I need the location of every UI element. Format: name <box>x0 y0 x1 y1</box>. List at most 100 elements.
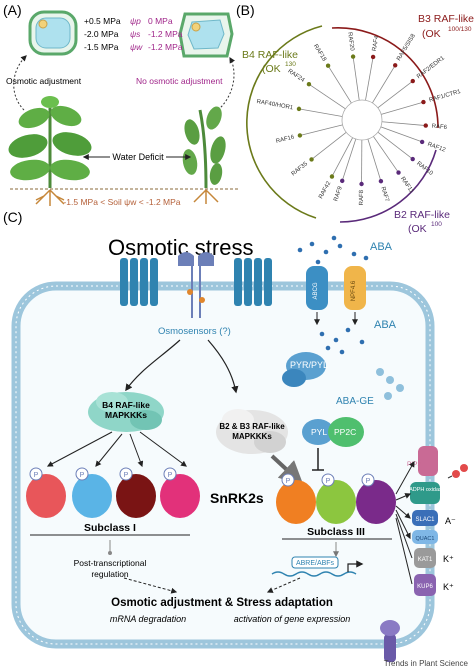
aba-top-label: ABA <box>370 241 393 253</box>
psi-right-1: 0 MPa <box>148 16 173 26</box>
b4-clade-arc <box>246 25 323 219</box>
p-badge: P <box>168 472 173 479</box>
pyr-pyl-protein-icon <box>282 352 326 387</box>
tree-leaf-label: RAF5/SIS8 <box>396 33 417 62</box>
arrow-plant-to-adjusted-cell <box>13 55 27 111</box>
tree-leaf-label: RAF12 <box>427 142 447 154</box>
post-transcriptional-line2: regulation <box>91 569 129 579</box>
aba-molecule-dot <box>359 339 365 345</box>
tree-hub <box>341 99 383 141</box>
slac1-channel-icon: SLAC1 <box>412 510 438 526</box>
tree-branch <box>365 56 374 101</box>
aba-molecule-dot <box>337 243 343 249</box>
abre-label: ABRE/ABFs <box>296 560 335 567</box>
wilted-plant-icon <box>182 106 226 204</box>
tree-leaf-dot <box>309 157 314 162</box>
abcg-transporter-icon: ABCG <box>306 266 328 310</box>
slac1-label: SLAC1 <box>415 517 435 523</box>
arrow-b2b3-to-subclass-iii <box>270 454 304 486</box>
adjusted-cell <box>28 10 78 56</box>
b4-ok-superscript: 130 <box>285 61 296 68</box>
water-deficit-label: Water Deficit <box>112 152 164 162</box>
osmosensors-label: Osmosensors (?) <box>158 326 231 337</box>
b2-b3-mapkkk-line1: B2 & B3 RAF-like <box>219 422 285 431</box>
tree-leaf-label: RAF1/CTR1 <box>429 89 463 104</box>
psi-left-1: +0.5 MPa <box>84 16 121 26</box>
tree-leaf-label: RAF7 <box>379 186 389 203</box>
tree-leaf-dot <box>396 170 401 175</box>
b4-ok-label: (OK <box>262 63 281 75</box>
nadph-oxidase-icon: NADPH oxidase <box>405 482 445 504</box>
psi-left-3: -1.5 MPa <box>84 42 119 52</box>
p-badge: P <box>124 472 129 479</box>
tree-leaf-label: RAF16 <box>275 134 295 144</box>
aba-molecule-dot <box>339 349 345 355</box>
tree-branch <box>352 56 360 101</box>
tree-leaf-dot <box>378 178 384 184</box>
tree-leaf-label: RAF9 <box>333 185 344 202</box>
nadph-oxidase-label: NADPH oxidase <box>405 487 445 493</box>
tree-leaf-dot <box>423 123 428 128</box>
b4-to-subclass-i-arrows <box>46 431 187 468</box>
osmotic-adjustment-label: Osmotic adjustment <box>6 76 82 86</box>
subclass-iii-kinases <box>276 480 396 524</box>
tree-leaf-label: RAF42 <box>318 180 332 200</box>
tree-branch <box>298 108 343 117</box>
tree-branch <box>308 83 346 110</box>
b2-clade-arc <box>339 149 437 223</box>
tree-leaf-dot <box>393 63 398 68</box>
b3-clade-arc <box>331 27 439 129</box>
tree-branch <box>377 80 414 109</box>
tree-leaf-dot <box>325 63 331 68</box>
dashed-arrow-right <box>266 577 301 593</box>
tree-leaf-dot <box>306 82 312 87</box>
tree-branch <box>372 65 396 104</box>
wilted-cell <box>178 12 234 58</box>
npf-label: NPF4.6 <box>351 280 357 301</box>
pip2-label: PIP2 <box>407 461 421 468</box>
pyl-label: PYL <box>311 427 327 437</box>
tree-leaf-label: RAF2/EDR1 <box>416 55 446 80</box>
subclass-i-kinases <box>26 474 200 518</box>
aba-ge-molecules <box>376 368 404 400</box>
aba-molecule-dot <box>297 247 303 253</box>
pyl-pp2c-complex-icon <box>302 417 364 447</box>
soil-range-label: -1.5 MPa < Soil ψw < -1.2 MPa <box>63 197 180 207</box>
aba-molecule-dot <box>325 345 331 351</box>
k-ion-label-1: K⁺ <box>443 554 454 564</box>
tree-leaf-dot <box>359 181 364 187</box>
b2-b3-mapkkk-line2: MAPKKKs <box>232 432 272 441</box>
mrna-degradation-label: mRNA degradation <box>110 614 186 624</box>
tree-leaf-dot <box>410 78 415 84</box>
dashed-arrow-left <box>123 577 178 594</box>
arrow-to-b4 <box>125 339 181 392</box>
tree-leaf-label: RAF24 <box>286 68 305 84</box>
tree-leaf-dot <box>340 178 345 184</box>
tree-leaf-label: RAF11 <box>399 176 415 195</box>
tree-branch <box>299 124 343 136</box>
post-transcriptional-line1: Post-transcriptional <box>74 558 147 568</box>
tree-leaf-dot <box>410 156 415 162</box>
anion-label: A⁻ <box>445 516 456 526</box>
aba-molecule-dot <box>345 327 351 333</box>
tree-leaf-dot <box>370 54 376 60</box>
tree-branch <box>380 126 423 143</box>
ros-molecule-icon <box>447 464 468 479</box>
subclass-iii-phospho-badges: P P P <box>281 473 375 487</box>
arrow-plant-to-wilted-cell <box>217 56 235 111</box>
p-badge: P <box>34 472 39 479</box>
aba-ge-label: ABA-GE <box>336 396 374 407</box>
b4-mapkkk-protein-icon <box>88 392 164 432</box>
tree-leaf-dot <box>297 133 303 138</box>
tree-leaf-label: RAF8 <box>359 189 365 205</box>
channel-right-icon <box>234 258 272 306</box>
tree-branch <box>373 136 399 173</box>
abre-box <box>291 556 339 569</box>
b4-mapkkk-line2: MAPKKKs <box>105 410 147 420</box>
subclass-iii-label: Subclass III <box>307 526 365 538</box>
psi-left-2: -2.0 MPa <box>84 29 119 39</box>
b4-mapkkk-line1: B4 RAF-like <box>102 400 150 410</box>
pyr-pyl-label: PYR/PYL <box>290 360 328 370</box>
snrk2s-label: SnRK2s <box>210 490 264 506</box>
